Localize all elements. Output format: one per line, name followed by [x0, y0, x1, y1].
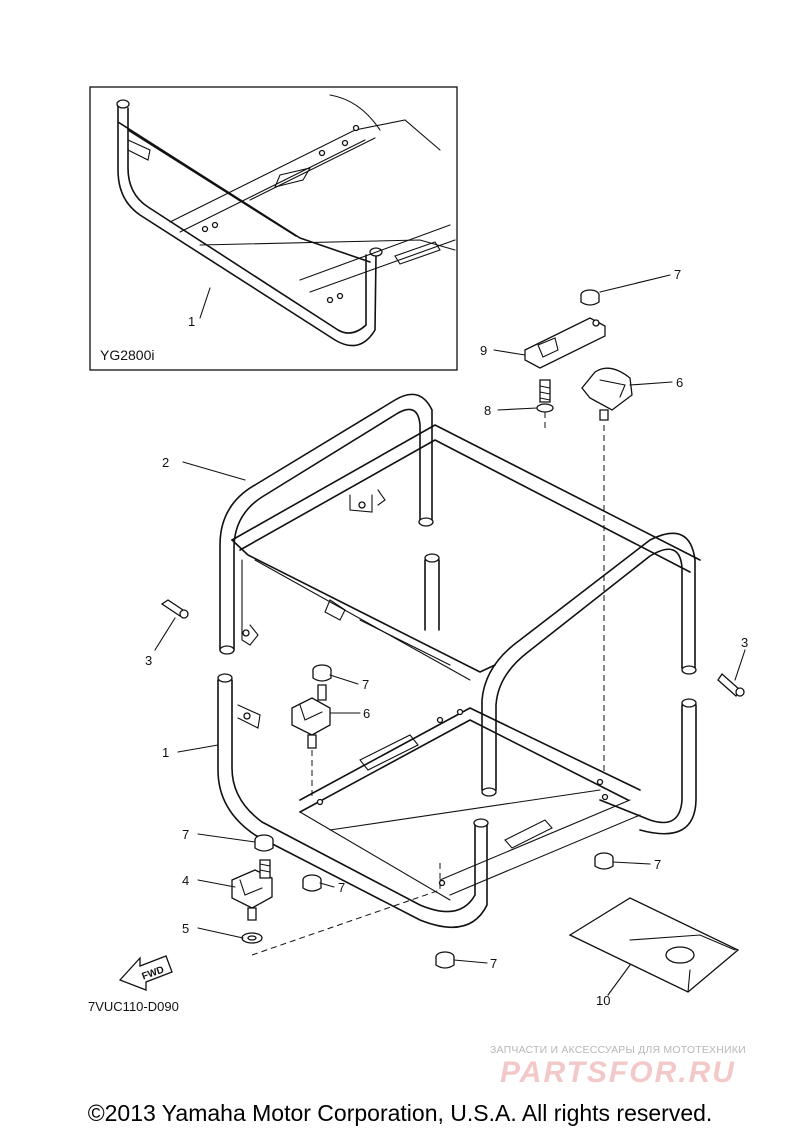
callout-3-right: 3: [734, 635, 748, 681]
svg-text:6: 6: [363, 706, 370, 721]
svg-text:7: 7: [338, 880, 345, 895]
svg-text:8: 8: [484, 403, 491, 418]
callout-8: 8: [484, 403, 538, 418]
callout-4: 4: [182, 873, 236, 888]
nut-mid: [312, 664, 332, 682]
callout-3-left: 3: [145, 617, 176, 668]
callout-10: 10: [596, 964, 631, 1008]
inset-label: YG2800i: [100, 347, 154, 363]
svg-text:7: 7: [182, 827, 189, 842]
callout-7-left: 7: [182, 827, 256, 843]
diagram-code: 7VUC110-D090: [88, 999, 179, 1014]
callout-7-right: 7: [612, 857, 661, 872]
svg-text:4: 4: [182, 873, 189, 888]
hardware: [160, 289, 745, 993]
fwd-arrow: FWD: [118, 955, 173, 991]
callout-9: 9: [480, 343, 526, 358]
nut-top-right: [580, 289, 600, 306]
nut-left: [254, 834, 274, 852]
svg-text:7: 7: [490, 956, 497, 971]
callout-1-main: 1: [162, 744, 219, 760]
callouts: 1 2 3 3 1 4 5 6: [145, 267, 748, 1008]
callout-5: 5: [182, 921, 244, 939]
main-frame: [217, 393, 701, 928]
nut-bottom: [435, 951, 455, 969]
nut-bottom-center: [302, 874, 322, 892]
watermark-tagline: ЗАПЧАСТИ И АКСЕССУАРЫ ДЛЯ МОТОТЕХНИКИ: [490, 1044, 746, 1056]
svg-text:1: 1: [188, 314, 195, 329]
callout-7-bottom: 7: [453, 956, 497, 971]
callout-6-top: 6: [629, 375, 683, 390]
callout-7-bottom-center: 7: [319, 880, 345, 895]
svg-text:6: 6: [676, 375, 683, 390]
callout-2: 2: [162, 455, 246, 481]
svg-text:1: 1: [162, 745, 169, 760]
svg-text:7: 7: [362, 677, 369, 692]
callout-1-inset: 1: [188, 287, 211, 329]
inset-yg2800i: YG2800i: [89, 86, 458, 371]
svg-text:3: 3: [145, 653, 152, 668]
svg-text:10: 10: [596, 993, 610, 1008]
callout-6-mid: 6: [329, 706, 370, 721]
callout-7-top: 7: [599, 267, 681, 293]
copyright-notice: ©2013 Yamaha Motor Corporation, U.S.A. A…: [87, 1100, 713, 1126]
svg-text:9: 9: [480, 343, 487, 358]
svg-text:2: 2: [162, 455, 169, 470]
watermark-logo: PARTSFOR.RU: [500, 1056, 736, 1089]
svg-text:3: 3: [741, 635, 748, 650]
svg-text:7: 7: [674, 267, 681, 282]
svg-text:5: 5: [182, 921, 189, 936]
callout-7-mid: 7: [329, 674, 369, 692]
svg-text:7: 7: [654, 857, 661, 872]
nut-right: [594, 852, 614, 870]
